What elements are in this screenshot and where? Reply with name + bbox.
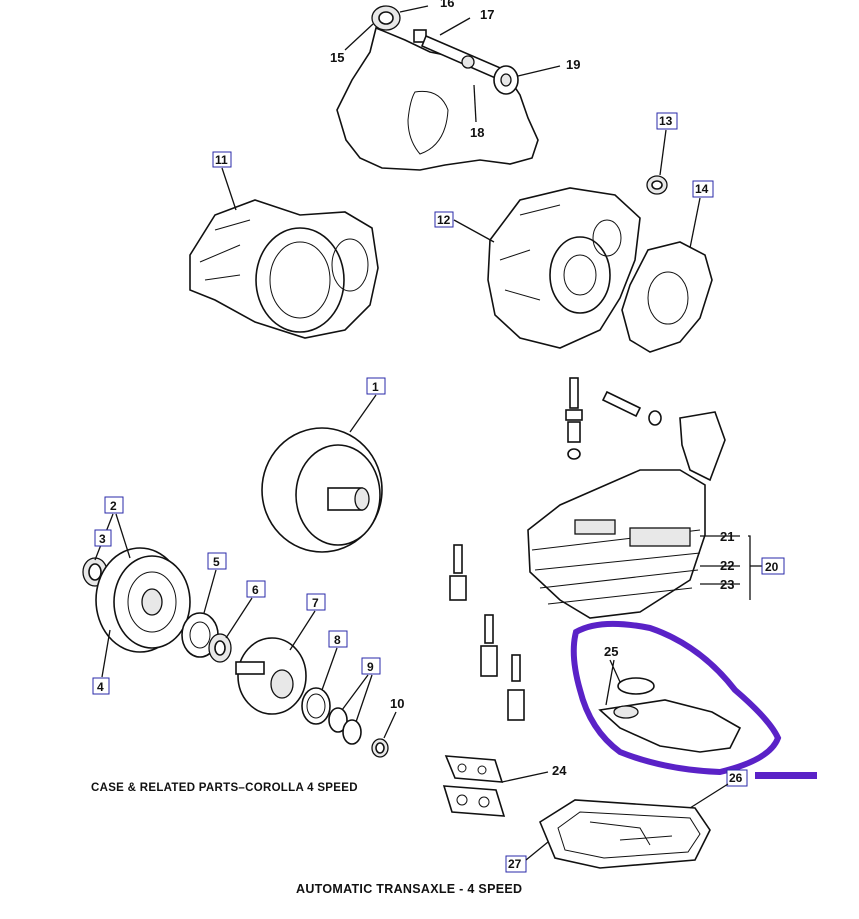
- callout-18: 18: [470, 125, 484, 140]
- callout-23: 23: [720, 577, 734, 592]
- part-8-ring: [301, 687, 331, 725]
- callout-2: 2: [110, 499, 117, 513]
- callout-box-14: [692, 180, 714, 198]
- callout-15: 15: [330, 50, 344, 65]
- part-14-side-cover: [621, 241, 713, 353]
- callout-box-3: [94, 529, 112, 547]
- part-13-plug: [646, 175, 668, 195]
- part-11-converter-housing: [189, 199, 379, 339]
- callout-box-2: [104, 496, 124, 514]
- callout-box-20: [761, 557, 785, 575]
- callout-1: 1: [372, 380, 379, 394]
- callout-5: 5: [213, 555, 220, 569]
- callout-box-11: [212, 151, 232, 168]
- part-1-torque-converter: [261, 427, 383, 553]
- part-valve-springs: [565, 377, 726, 482]
- caption-case-parts: CASE & RELATED PARTS–COROLLA 4 SPEED: [91, 782, 358, 794]
- callout-box-8: [328, 630, 348, 648]
- part-25-oil-strainer: [598, 677, 742, 753]
- callout-8: 8: [334, 633, 341, 647]
- callout-16: 16: [440, 0, 454, 10]
- part-24-gaskets: [442, 755, 506, 817]
- part-6-bearing: [208, 633, 232, 663]
- callout-21: 21: [720, 529, 734, 544]
- callout-17: 17: [480, 7, 494, 22]
- part-12-transaxle-case: [487, 187, 641, 349]
- part-accumulators: [449, 544, 525, 721]
- callout-26: 26: [729, 771, 743, 785]
- callout-24: 24: [552, 763, 567, 778]
- callout-9: 9: [367, 660, 374, 674]
- callout-13: 13: [659, 114, 673, 128]
- callout-14: 14: [695, 182, 709, 196]
- callout-25: 25: [604, 644, 618, 659]
- callout-6: 6: [252, 583, 259, 597]
- callout-19: 19: [566, 57, 580, 72]
- callout-box-5: [207, 552, 227, 570]
- callout-20: 20: [765, 560, 779, 574]
- caption-main-title: AUTOMATIC TRANSAXLE - 4 SPEED: [296, 882, 522, 896]
- callout-12: 12: [437, 213, 451, 227]
- callout-box-9: [361, 657, 381, 675]
- callout-11: 11: [215, 153, 228, 167]
- callout-box-27: [505, 855, 527, 873]
- callout-4: 4: [97, 680, 104, 694]
- part-9-snap-rings: [328, 707, 362, 745]
- part-valve-body: [527, 469, 706, 619]
- callout-box-6: [246, 580, 266, 598]
- callout-box-4: [92, 677, 110, 695]
- highlight-bar: [755, 772, 817, 779]
- callout-22: 22: [720, 558, 734, 573]
- callout-box-1: [366, 377, 386, 395]
- callout-box-26: [726, 769, 748, 787]
- callout-7: 7: [312, 596, 319, 610]
- part-2-oil-pump: [95, 547, 191, 653]
- callout-box-7: [306, 593, 326, 611]
- part-10-o-ring: [371, 738, 389, 758]
- part-3-seal: [82, 557, 108, 587]
- callout-box-12: [434, 211, 454, 228]
- callout-box-13: [656, 112, 678, 130]
- callout-10: 10: [390, 696, 404, 711]
- part-16-seal: [371, 5, 401, 31]
- highlight-circle: [570, 620, 782, 776]
- part-26-oil-pan: [539, 799, 711, 869]
- callout-27: 27: [508, 857, 522, 871]
- part-19-flange: [493, 65, 519, 95]
- part-7-stator-support: [235, 637, 307, 715]
- callout-3: 3: [99, 532, 106, 546]
